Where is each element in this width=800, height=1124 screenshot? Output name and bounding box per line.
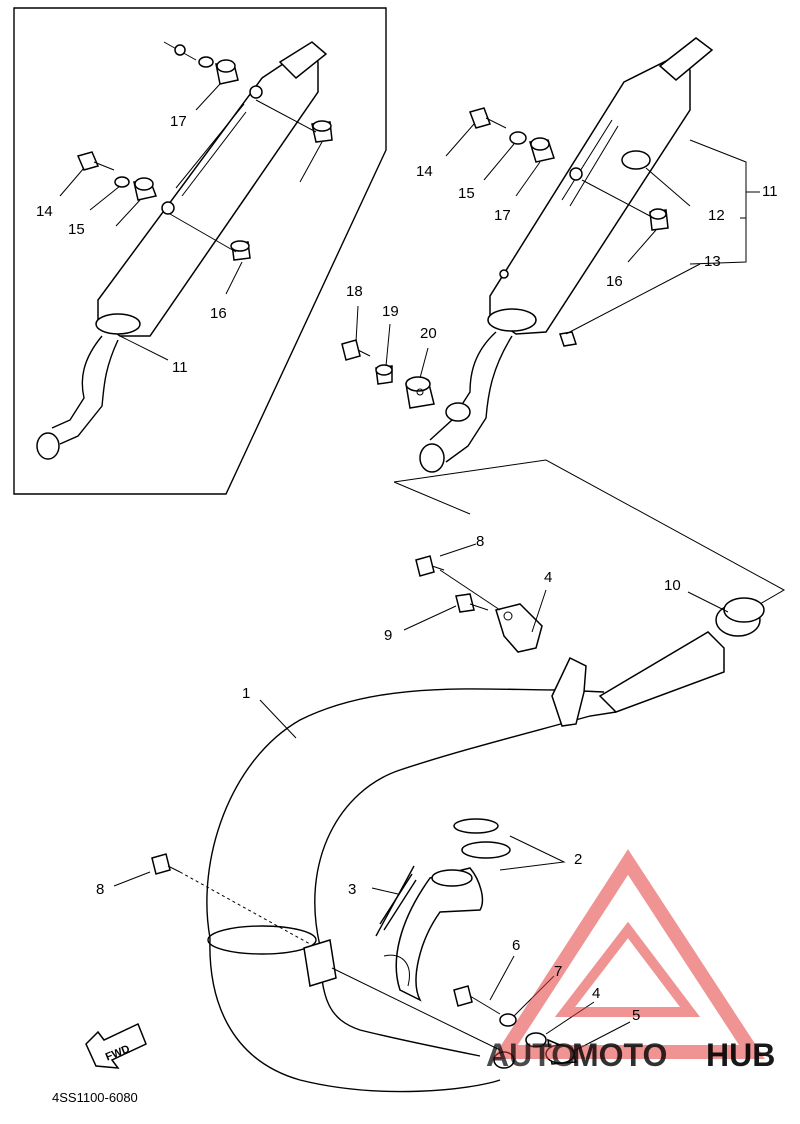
main-leaders bbox=[355, 123, 786, 605]
part-label-16: 16 bbox=[606, 273, 623, 290]
part-label-11: 11 bbox=[762, 183, 778, 200]
inset-frame bbox=[13, 7, 387, 495]
part-label-16: 16 bbox=[210, 305, 227, 322]
main-hardware bbox=[341, 107, 669, 409]
part-label-18: 18 bbox=[346, 283, 363, 300]
part-label-15: 15 bbox=[458, 185, 475, 202]
watermark-text-hub: HUB bbox=[706, 1037, 775, 1073]
watermark-logo bbox=[492, 849, 765, 1059]
watermark-text: AUTO MOTO HUB bbox=[486, 1037, 775, 1073]
catalog-code: 4SS1100-6080 bbox=[52, 1090, 138, 1105]
part-label-4: 4 bbox=[592, 985, 600, 1002]
chamber-leaders bbox=[113, 543, 729, 1053]
main-muffler bbox=[419, 37, 714, 473]
part-label-2: 2 bbox=[574, 851, 582, 868]
part-label-1: 1 bbox=[242, 685, 250, 702]
part-label-8: 8 bbox=[476, 533, 484, 550]
part-label-20: 20 bbox=[420, 325, 437, 342]
part-label-14: 14 bbox=[416, 163, 433, 180]
part-label-7: 7 bbox=[554, 963, 562, 980]
part-label-4: 4 bbox=[544, 569, 552, 586]
part-number-labels: 1234456788910111112131414151516161717181… bbox=[36, 113, 778, 1024]
forward-arrow-icon: FWD bbox=[85, 1022, 147, 1069]
part-label-11: 11 bbox=[172, 359, 188, 376]
part-label-5: 5 bbox=[632, 1007, 640, 1024]
part-label-9: 9 bbox=[384, 627, 392, 644]
inset-leaders bbox=[59, 83, 323, 361]
part-label-13: 13 bbox=[704, 253, 721, 270]
part-label-6: 6 bbox=[512, 937, 520, 954]
part-label-10: 10 bbox=[664, 577, 681, 594]
inset-hardware bbox=[76, 41, 333, 261]
part-label-12: 12 bbox=[708, 207, 725, 224]
part-label-15: 15 bbox=[68, 221, 85, 238]
part-label-17: 17 bbox=[494, 207, 511, 224]
watermark-text-moto: MOTO bbox=[572, 1037, 667, 1073]
part-label-17: 17 bbox=[170, 113, 187, 130]
part-label-3: 3 bbox=[348, 881, 356, 898]
chamber-hardware bbox=[151, 555, 578, 1069]
part-label-19: 19 bbox=[382, 303, 399, 320]
watermark-text-auto: AUTO bbox=[486, 1037, 576, 1073]
watermark-triangle-icon bbox=[492, 849, 765, 1059]
expansion-chamber bbox=[206, 597, 765, 1093]
inset-muffler bbox=[36, 41, 328, 460]
part-label-14: 14 bbox=[36, 203, 53, 220]
part-label-8: 8 bbox=[96, 881, 104, 898]
